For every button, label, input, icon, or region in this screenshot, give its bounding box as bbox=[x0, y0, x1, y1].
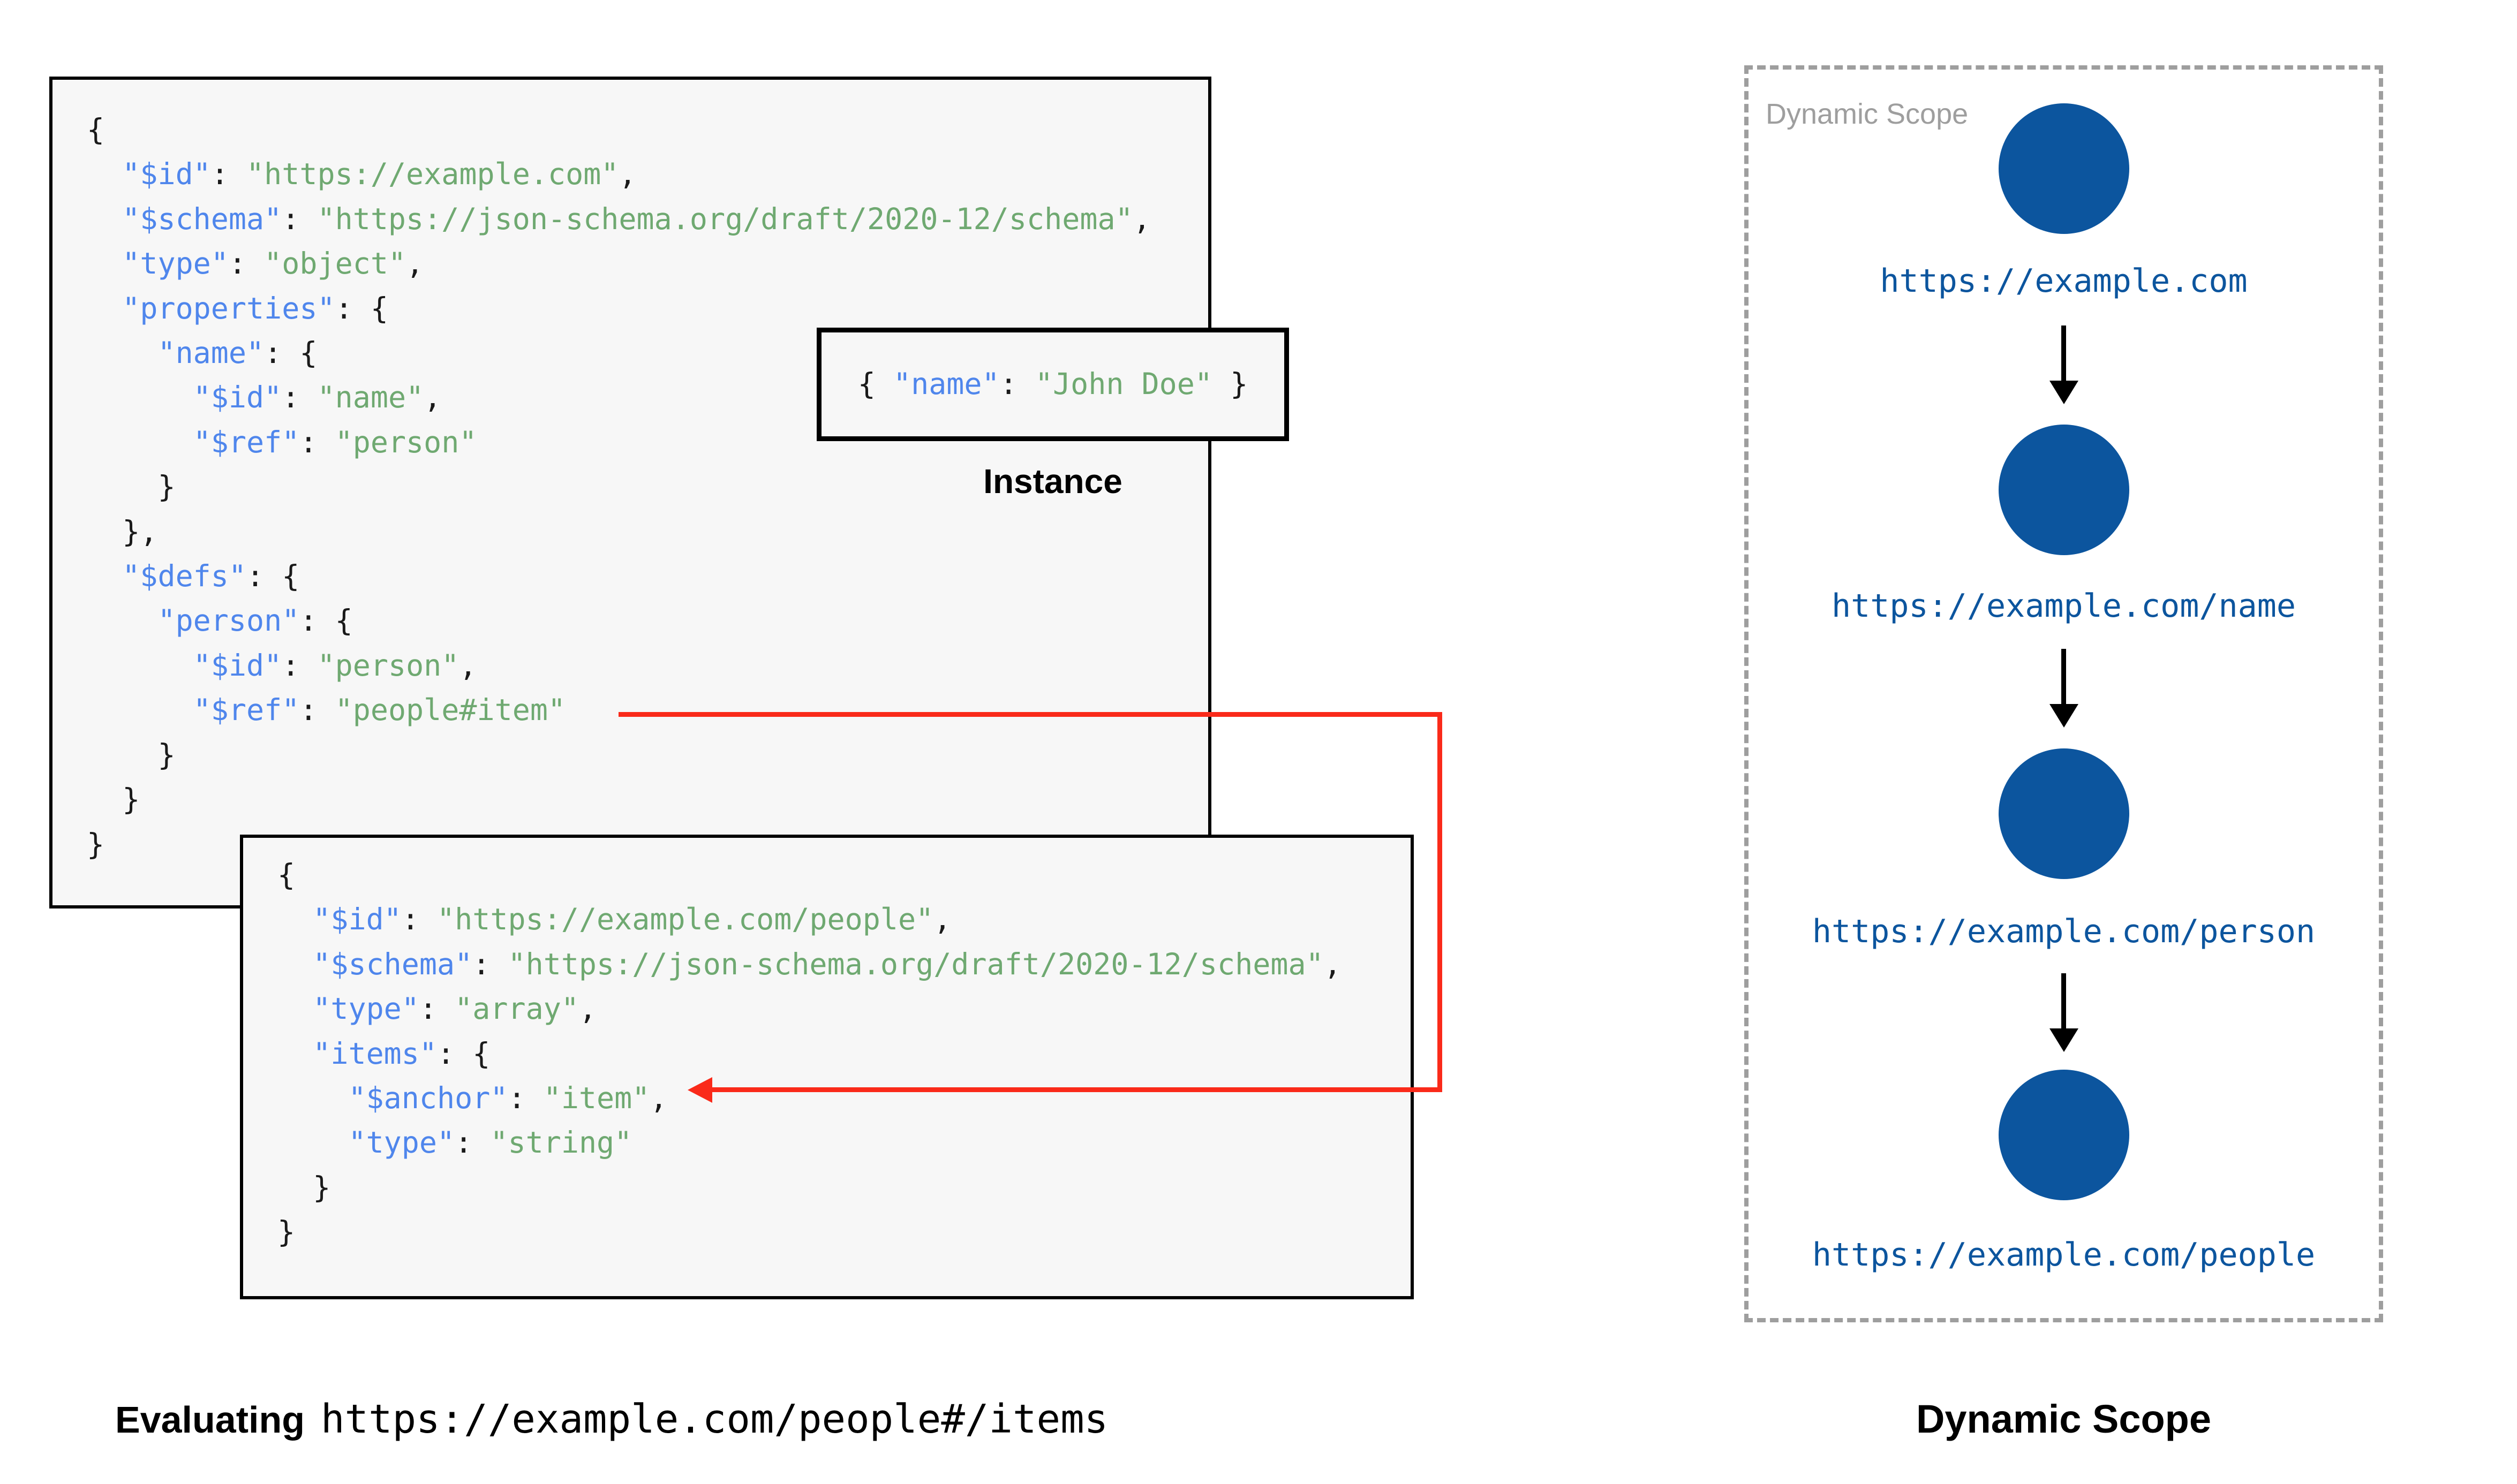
down-arrow-icon-1 bbox=[2049, 325, 2078, 404]
code-line: } bbox=[277, 1170, 331, 1205]
code-line: } bbox=[87, 470, 176, 504]
root-schema-code: { "$id": "https://example.com", "$schema… bbox=[52, 80, 1208, 867]
code-line: "$id": "https://example.com/people", bbox=[313, 902, 952, 937]
scope-node-uri-1: https://example.com bbox=[1880, 262, 2248, 300]
code-line: "type": "array", bbox=[313, 991, 597, 1026]
code-line: "$schema": "https://json-schema.org/draf… bbox=[313, 947, 1342, 981]
code-line: "person": { bbox=[157, 603, 353, 638]
red-ref-arrow-segment-vertical bbox=[1437, 712, 1442, 1092]
code-line: "properties": { bbox=[122, 291, 388, 325]
code-line: } bbox=[87, 782, 140, 817]
dynamic-scope-caption: Dynamic Scope bbox=[1916, 1397, 2212, 1441]
down-arrow-icon-3 bbox=[2049, 973, 2078, 1052]
code-line: } bbox=[87, 827, 105, 861]
code-line: "type": "object", bbox=[122, 246, 424, 281]
code-line: "$ref": "person" bbox=[193, 425, 477, 459]
code-line: "$defs": { bbox=[122, 559, 300, 594]
instance-box: { "name": "John Doe" } bbox=[817, 328, 1289, 441]
dynamic-scope-panel-label: Dynamic Scope bbox=[1766, 98, 1969, 130]
code-line: "$id": "name", bbox=[193, 380, 442, 415]
code-line: "$anchor": "item", bbox=[348, 1081, 668, 1116]
code-line: "$schema": "https://json-schema.org/draf… bbox=[122, 201, 1151, 236]
down-arrow-icon-2 bbox=[2049, 649, 2078, 728]
red-ref-arrow-segment-top bbox=[619, 712, 1442, 717]
scope-node-uri-3: https://example.com/person bbox=[1812, 913, 2316, 950]
scope-node-circle-3 bbox=[1998, 748, 2129, 879]
code-line: { bbox=[277, 858, 296, 892]
scope-node-circle-2 bbox=[1998, 425, 2129, 555]
code-line: } bbox=[87, 737, 176, 772]
people-schema-box: { "$id": "https://example.com/people", "… bbox=[240, 835, 1414, 1299]
code-line: "name": { bbox=[157, 336, 318, 370]
dynamic-scope-panel: Dynamic Scope https://example.com https:… bbox=[1744, 65, 2383, 1322]
code-line: { bbox=[87, 112, 105, 147]
code-line: }, bbox=[87, 514, 158, 549]
code-line: "$id": "person", bbox=[193, 648, 477, 683]
code-line: "items": { bbox=[313, 1036, 491, 1071]
instance-code: { "name": "John Doe" } bbox=[858, 362, 1248, 406]
scope-node-uri-4: https://example.com/people bbox=[1812, 1236, 2316, 1274]
evaluating-caption: Evaluating https://example.com/people#/i… bbox=[115, 1396, 1108, 1442]
scope-node-uri-2: https://example.com/name bbox=[1832, 587, 2296, 625]
code-line: { "name": "John Doe" } bbox=[857, 367, 1248, 402]
instance-label: Instance bbox=[983, 462, 1122, 501]
red-ref-arrow-segment-bottom bbox=[711, 1087, 1442, 1092]
scope-node-circle-4 bbox=[1998, 1070, 2129, 1200]
red-ref-arrowhead-icon bbox=[688, 1077, 712, 1103]
people-schema-code: { "$id": "https://example.com/people", "… bbox=[243, 838, 1411, 1255]
evaluating-caption-prefix: Evaluating bbox=[115, 1399, 305, 1441]
code-line: } bbox=[277, 1215, 296, 1250]
code-line: "type": "string" bbox=[348, 1125, 632, 1160]
code-line: "$id": "https://example.com", bbox=[122, 157, 637, 192]
evaluating-caption-uri: https://example.com/people#/items bbox=[320, 1396, 1109, 1442]
code-line: "$ref": "people#item" bbox=[193, 693, 566, 728]
scope-node-circle-1 bbox=[1998, 103, 2129, 234]
root-schema-box: { "$id": "https://example.com", "$schema… bbox=[49, 77, 1211, 908]
